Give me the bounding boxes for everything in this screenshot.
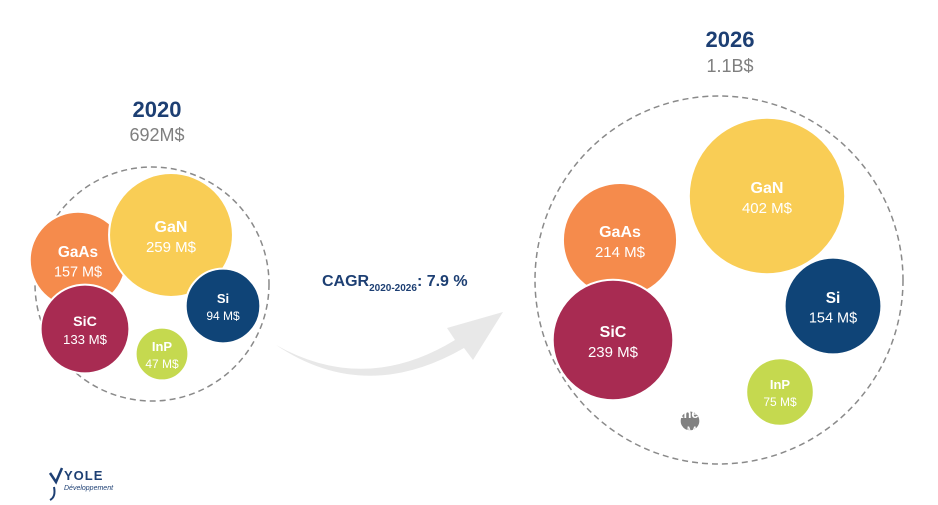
bubble-value-gaas-2020: 157 M$ [54,264,102,280]
bubble-name-si-2026: Si [826,290,841,307]
bubble-name-gan-2020: GaN [155,219,188,236]
bubble-name-sic-2026: SiC [600,324,627,341]
bubble-gan-2026: GaN 402 M$ [687,116,847,276]
cagr-label: CAGR2020-2026: 7.9 % [322,273,468,294]
outline-2026 [534,95,904,465]
bubble-name-gan-2026: GaN [751,180,784,197]
bubble-circle-gan-2026 [687,116,847,276]
bubble-gaas-2026: GaAs 214 M$ [561,181,679,299]
bubble-value-si-2020: 94 M$ [206,309,240,323]
bubble-sic-2026: SiC 239 M$ [551,278,675,402]
bubble-value-others-2026: 7 M$ [677,424,704,438]
bubble-value-inp-2026: 75 M$ [763,395,797,409]
bubble-name-si-2020: Si [217,291,229,306]
bubble-circle-gan-2020 [108,172,234,298]
logo-name: YOLE [64,468,103,483]
bubble-gan-2020: GaN 259 M$ [108,172,234,298]
logo-tagline: Développement [64,485,114,492]
cagr-prefix: CAGR [322,273,370,290]
bubble-name-others-2026: Others [669,406,711,421]
bubble-value-gan-2026: 402 M$ [742,200,793,217]
yole-logo-icon: YOLE Développement [48,467,114,501]
cagr-value: : 7.9 % [417,273,468,290]
bubble-si-2020: Si 94 M$ [184,267,262,345]
bubble-gaas-2020: GaAs 157 M$ [28,210,128,310]
bubble-others-2026: Others 7 M$ [669,406,711,438]
bubble-sic-2020: SiC 133 M$ [39,283,131,375]
bubble-value-gan-2020: 259 M$ [146,239,197,256]
bubble-value-gaas-2026: 214 M$ [595,244,646,261]
bubbles-2020: GaAs 157 M$ GaN 259 M$ SiC 133 M$ Si 94 M$ InP 47… [28,172,262,382]
bubble-value-si-2026: 154 M$ [809,310,857,326]
outline-2020 [34,166,270,402]
bubble-circle-sic-2020 [39,283,131,375]
title-2020: 2020 [133,97,182,122]
bubble-si-2026: Si 154 M$ [783,256,883,356]
total-2026: 1.1B$ [706,56,753,76]
bubble-name-sic-2020: SiC [73,314,97,330]
bubble-circle-others-2026 [678,409,702,433]
bubble-name-inp-2026: InP [770,377,791,392]
title-2026: 2026 [706,27,755,52]
bubble-value-inp-2020: 47 M$ [145,357,179,371]
bubble-value-sic-2020: 133 M$ [63,332,108,347]
bubbles-2026: GaAs 214 M$ GaN 402 M$ SiC 239 M$ Si 154 M$ InP 7… [551,116,883,438]
cagr-period: 2020-2026 [369,283,417,294]
bubble-name-inp-2020: InP [152,339,173,354]
total-2020: 692M$ [129,125,184,145]
bubble-value-sic-2026: 239 M$ [588,344,639,361]
bubble-circle-si-2026 [783,256,883,356]
bubble-circle-inp-2026 [745,357,815,427]
curved-arrow-icon [276,312,503,376]
bubble-circle-si-2020 [184,267,262,345]
bubble-circle-sic-2026 [551,278,675,402]
bubble-circle-inp-2020 [134,326,190,382]
bubble-inp-2026: InP 75 M$ [745,357,815,427]
bubble-name-gaas-2026: GaAs [599,224,641,241]
bubble-name-gaas-2020: GaAs [58,244,98,261]
bubble-inp-2020: InP 47 M$ [134,326,190,382]
